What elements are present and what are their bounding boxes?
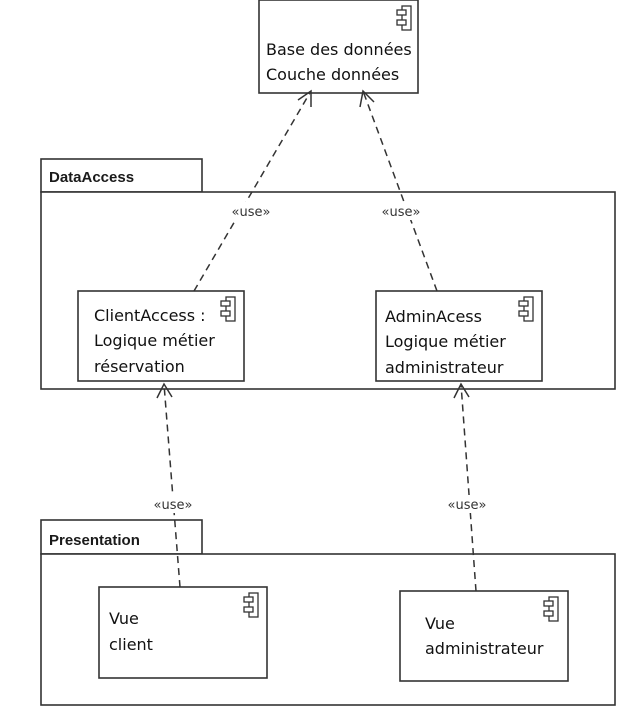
component-vue-admin: Vue administrateur [399, 590, 569, 682]
dependency-line [193, 90, 312, 292]
dependency-stereotype: «use» [448, 498, 487, 513]
package-tab [40, 158, 203, 193]
component-clientaccess: ClientAccess : Logique métier réservatio… [77, 290, 245, 382]
component-icon [543, 596, 559, 622]
component-adminaccess: AdminAcess Logique métier administrateur [375, 290, 543, 382]
component-label-line: Logique métier [385, 332, 506, 351]
component-icon [396, 5, 412, 31]
component-label-line: ClientAccess : [94, 306, 206, 325]
component-icon [518, 296, 534, 322]
component-icon [243, 592, 259, 618]
dependency-stereotype: «use» [382, 205, 421, 220]
component-label-line: AdminAcess [385, 307, 482, 326]
dependency-vueclient-to-client: «use» [146, 382, 200, 588]
package-label: Presentation [49, 532, 140, 549]
dependency-admin-to-db: «use» [359, 89, 438, 292]
dependency-stereotype: «use» [232, 205, 271, 220]
component-icon [220, 296, 236, 322]
component-label-line: administrateur [425, 639, 544, 658]
dependency-arrowhead [297, 89, 312, 107]
component-label-line: Couche données [266, 65, 399, 84]
component-label-line: réservation [94, 357, 185, 376]
dependency-client-to-db: «use» [193, 89, 312, 292]
component-label-line: Base des données [266, 40, 412, 59]
dependency-line [460, 383, 477, 592]
dependency-arrowhead [453, 382, 470, 399]
dependency-arrowhead [156, 382, 173, 399]
package-label: DataAccess [49, 169, 134, 186]
component-label-line: administrateur [385, 358, 504, 377]
dependency-line [163, 383, 181, 588]
component-label-line: Vue [425, 614, 455, 633]
component-label-line: Logique métier [94, 331, 215, 350]
component-label-line: Vue [109, 609, 139, 628]
dependency-arrowhead [359, 89, 375, 108]
dependency-stereotype: «use» [154, 498, 193, 513]
component-database: Base des données Couche données [258, 0, 419, 94]
component-label-line: client [109, 635, 153, 654]
dependency-vueadmin-to-admin: «use» [440, 382, 494, 592]
component-vue-client: Vue client [98, 586, 268, 679]
